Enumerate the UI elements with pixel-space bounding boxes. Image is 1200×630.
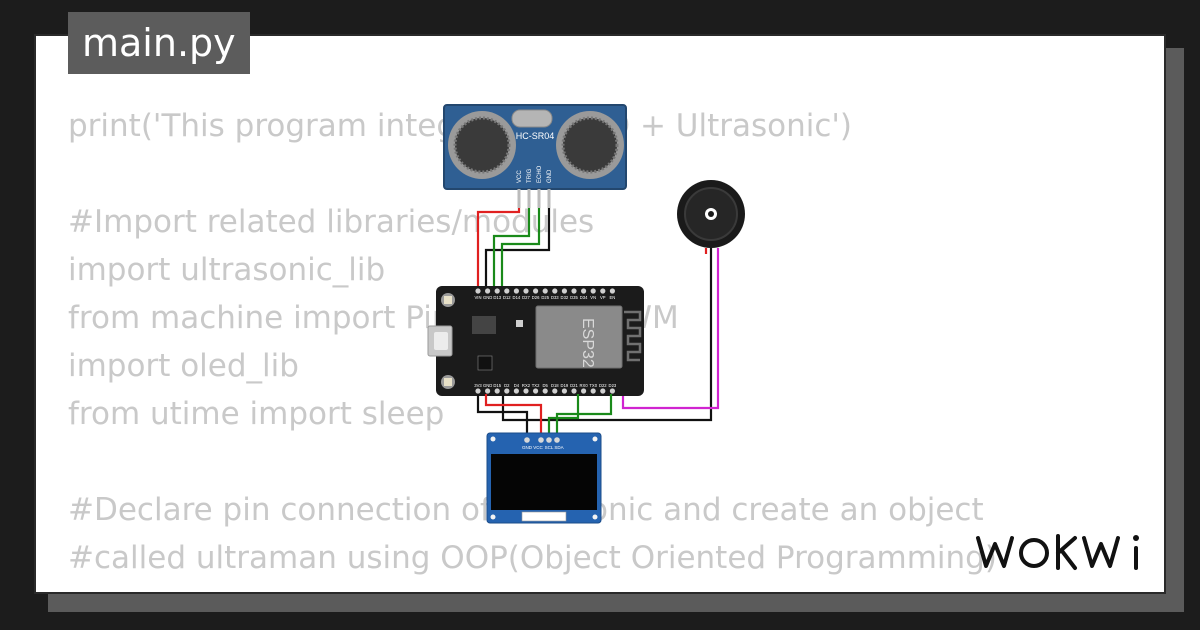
esp32-pin[interactable] (523, 288, 529, 294)
esp32-pin[interactable] (533, 388, 539, 394)
esp32-pin[interactable] (590, 288, 596, 294)
esp32-pin-label: D12 (503, 295, 511, 300)
buzzer-wires (501, 248, 720, 422)
esp32-pin-label: 3V3 (474, 383, 482, 388)
code-line: #called ultraman using OOP(Object Orient… (68, 540, 997, 576)
esp32-pin-label: D4 (514, 383, 520, 388)
esp32-pin[interactable] (504, 388, 510, 394)
esp32-pin[interactable] (494, 288, 500, 294)
esp32-pin[interactable] (485, 388, 491, 394)
esp32-pin[interactable] (571, 288, 577, 294)
esp32-pin[interactable] (561, 288, 568, 294)
oled-display[interactable]: GND VCC SCL SDA (486, 432, 602, 524)
esp32-pin-label: VIN (475, 295, 482, 300)
esp32-pin[interactable] (485, 288, 491, 294)
esp32-pin-label: D13 (493, 295, 501, 300)
code-editor[interactable]: print('This program integrates OLED + Ul… (68, 102, 997, 592)
esp32-pin-label: D5 (543, 383, 549, 388)
esp32-pin-label: TX2 (532, 383, 540, 388)
sensor-wires (476, 208, 551, 288)
file-tab-label: main.py (82, 21, 236, 65)
esp32-pin-label: D32 (561, 295, 569, 300)
esp32-pin-label: VN (590, 295, 596, 300)
esp32-pin[interactable] (609, 288, 616, 294)
esp32-pin-label: D26 (532, 295, 540, 300)
esp32-pin[interactable] (542, 388, 548, 394)
esp32-pin-label: D19 (561, 383, 569, 388)
esp32-pin[interactable] (475, 388, 481, 394)
sensor-pin-gnd: GND (547, 169, 553, 183)
esp32-pin[interactable] (561, 388, 568, 394)
esp32-pin-label: D35 (570, 295, 578, 300)
esp32-pin[interactable] (542, 288, 548, 294)
esp32-pin[interactable] (552, 388, 558, 394)
esp32-pin[interactable] (513, 388, 520, 394)
esp32-pin-label: D18 (551, 383, 559, 388)
esp32-pin[interactable] (475, 288, 481, 294)
esp32-chip-label: ESP32 (579, 318, 596, 368)
esp32-pin-label: D21 (570, 383, 578, 388)
esp32-pin-label: D2 (504, 383, 510, 388)
code-line: import ultrasonic_lib (68, 252, 386, 288)
esp32-pin[interactable] (552, 288, 558, 294)
esp32-pin[interactable] (590, 388, 596, 394)
code-line: import oled_lib (68, 348, 299, 384)
oled-pin-scl: SCL (545, 445, 554, 450)
ultrasonic-sensor[interactable]: HC-SR04 VCC TRIG ECHO GND (443, 104, 627, 208)
esp32-pin-label: GND (483, 295, 492, 300)
esp32-pin[interactable] (600, 388, 606, 394)
esp32-pin[interactable] (533, 288, 539, 294)
esp32-pin[interactable] (513, 288, 520, 294)
esp32-pin-label: D25 (541, 295, 549, 300)
esp32-pin[interactable] (523, 388, 529, 394)
oled-screen (491, 454, 597, 510)
esp32-pin[interactable] (571, 388, 577, 394)
esp32-pin-label: RX0 (580, 383, 589, 388)
esp32-pin[interactable] (494, 388, 500, 394)
sensor-pin-trig: TRIG (527, 168, 533, 183)
esp32-pin-label: TX0 (589, 383, 597, 388)
esp32-pin-label: EN (609, 295, 615, 300)
esp32-pin[interactable] (504, 288, 510, 294)
esp32-pin-label: RX2 (522, 383, 531, 388)
sensor-pin-vcc: VCC (517, 170, 523, 183)
file-tab[interactable]: main.py (68, 12, 250, 74)
esp32-pin-label: D14 (513, 295, 521, 300)
code-line: from utime import sleep (68, 396, 445, 432)
oled-pin-sda: SDA (554, 445, 563, 450)
oled-pin-vcc: VCC (533, 445, 543, 450)
esp32-pin[interactable] (581, 288, 587, 294)
buzzer[interactable] (677, 180, 745, 248)
esp32-pin-label: GND (483, 383, 492, 388)
wokwi-logo (976, 534, 1139, 570)
esp32-pin-label: D34 (580, 295, 588, 300)
oled-wires (476, 394, 613, 440)
esp32-pin-label: D27 (522, 295, 530, 300)
oled-pin-gnd: GND (522, 445, 533, 450)
esp32-pin[interactable] (600, 288, 606, 294)
esp32-pin[interactable] (609, 388, 616, 394)
esp32-pin-label: D23 (609, 383, 617, 388)
code-line: #OOP format: variable = class_name.class… (68, 588, 928, 592)
esp32-pin-label: D15 (493, 383, 501, 388)
esp32-pin-label: VP (600, 295, 606, 300)
sensor-label: HC-SR04 (516, 131, 555, 141)
esp32-pin-label: D22 (599, 383, 607, 388)
sensor-pin-echo: ECHO (537, 165, 543, 183)
esp32-pin[interactable] (581, 388, 587, 394)
esp32-pin-label: D33 (551, 295, 559, 300)
